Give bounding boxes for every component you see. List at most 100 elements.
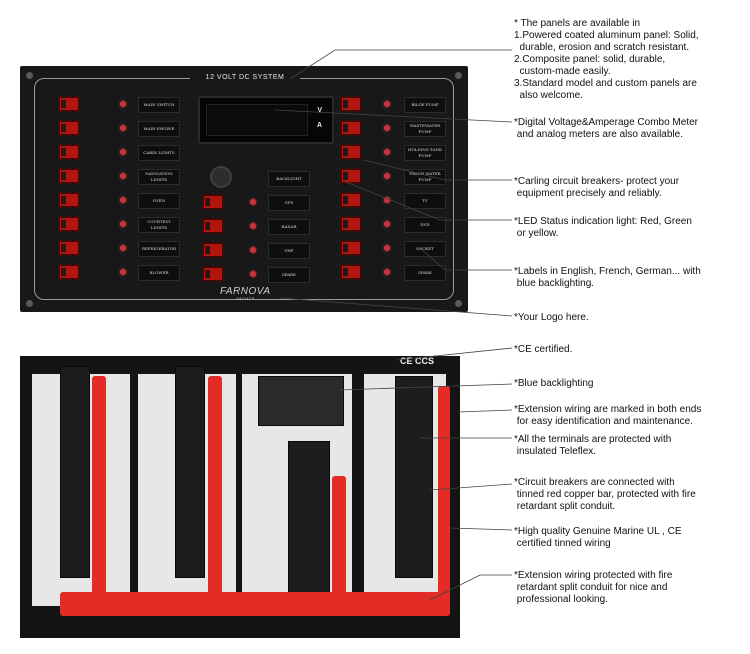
annotation-panel-materials: * The panels are available in 1.Powered … — [514, 18, 699, 101]
circuit-label: VHF — [268, 243, 310, 259]
status-led-icon — [384, 125, 390, 131]
status-led-icon — [120, 269, 126, 275]
circuit-breaker-icon — [340, 240, 362, 256]
annotation-copper-bar: *Circuit breakers are connected with tin… — [514, 477, 696, 512]
status-led-icon — [120, 173, 126, 179]
front-panel-photo: 12 VOLT DC SYSTEM MAIN SWITCH MAIN ENGINE… — [20, 66, 468, 312]
status-led-icon — [384, 149, 390, 155]
status-led-icon — [120, 197, 126, 203]
status-led-icon — [120, 149, 126, 155]
circuit-label: TV — [404, 193, 446, 209]
terminal-strip — [395, 376, 433, 578]
annotation-led: *LED Status indication light: Red, Green… — [514, 216, 692, 239]
certification-marks: CE CCS — [400, 356, 435, 366]
circuit-breaker-icon — [58, 192, 80, 208]
terminal-strip — [60, 366, 90, 578]
circuit-label: REFRIGERATOR — [138, 241, 180, 257]
status-led-icon — [384, 101, 390, 107]
circuit-label: OVEN — [138, 193, 180, 209]
annotation-meter: *Digital Voltage&Amperage Combo Meter an… — [514, 117, 698, 140]
circuit-breaker-icon — [202, 266, 224, 282]
status-led-icon — [120, 245, 126, 251]
circuit-breaker-icon — [340, 264, 362, 280]
circuit-label: HOLDING TANK PUMP — [404, 145, 446, 161]
back-panel-photo: CE CCS — [20, 356, 460, 638]
circuit-label: MAIN SWITCH — [138, 97, 180, 113]
status-led-icon — [250, 271, 256, 277]
status-led-icon — [384, 221, 390, 227]
circuit-label: RADAR — [268, 219, 310, 235]
annotation-extension-marked: *Extension wiring are marked in both end… — [514, 404, 702, 427]
wire-loom-bottom — [60, 592, 450, 616]
screw-icon — [26, 72, 33, 79]
circuit-breaker-icon — [340, 144, 362, 160]
circuit-breaker-icon — [202, 242, 224, 258]
circuit-label: DVD — [404, 217, 446, 233]
circuit-breaker-icon — [58, 264, 80, 280]
wire-loom — [208, 376, 222, 596]
circuit-label: FRESH WATER PUMP — [404, 169, 446, 185]
meter-volt-label: V — [317, 107, 322, 114]
annotation-conduit: *Extension wiring protected with fire re… — [514, 570, 673, 605]
status-led-icon — [384, 245, 390, 251]
circuit-label: MAIN ENGINE — [138, 121, 180, 137]
circuit-label: BLOWER — [138, 265, 180, 281]
annotation-backlighting: *Blue backlighting — [514, 378, 594, 389]
circuit-breaker-icon — [340, 216, 362, 232]
status-led-icon — [384, 173, 390, 179]
annotation-terminals: *All the terminals are protected with in… — [514, 434, 672, 457]
wire-loom — [332, 476, 346, 596]
status-led-icon — [120, 221, 126, 227]
circuit-breaker-icon — [58, 216, 80, 232]
annotation-labels: *Labels in English, French, German... wi… — [514, 266, 701, 289]
circuit-breaker-icon — [340, 192, 362, 208]
status-led-icon — [120, 125, 126, 131]
status-led-icon — [250, 199, 256, 205]
circuit-label: GPS — [268, 195, 310, 211]
circuit-breaker-icon — [58, 144, 80, 160]
annotation-breakers: *Carling circuit breakers- protect your … — [514, 176, 680, 199]
circuit-breaker-icon — [58, 120, 80, 136]
circuit-breaker-icon — [202, 218, 224, 234]
circuit-label: NAVIGATION LIGHTS — [138, 169, 180, 185]
meter-screen — [206, 104, 308, 136]
circuit-breaker-icon — [58, 240, 80, 256]
circuit-label: SPARE — [404, 265, 446, 281]
annotation-wiring: *High quality Genuine Marine UL , CE cer… — [514, 526, 682, 549]
terminal-strip — [288, 441, 330, 593]
circuit-breaker-icon — [58, 168, 80, 184]
power-junction-block — [258, 376, 344, 426]
wire-loom — [92, 376, 106, 596]
terminal-strip — [175, 366, 205, 578]
annotation-logo: *Your Logo here. — [514, 312, 589, 323]
status-led-icon — [250, 223, 256, 229]
circuit-breaker-icon — [340, 168, 362, 184]
screw-icon — [455, 72, 462, 79]
panel-title: 12 VOLT DC SYSTEM — [190, 71, 300, 85]
circuit-label: WASTEWATER PUMP — [404, 121, 446, 137]
status-led-icon — [250, 247, 256, 253]
circuit-breaker-icon — [202, 194, 224, 210]
panel-logo: FARNOVA YACHTS — [220, 286, 271, 301]
circuit-label: SPARE — [268, 267, 310, 283]
backlight-switch-icon — [210, 166, 232, 188]
annotation-ce: *CE certified. — [514, 344, 573, 355]
logo-text: FARNOVA — [220, 286, 271, 297]
meter-amp-label: A — [316, 122, 322, 129]
voltage-ampere-meter: V A — [198, 96, 334, 144]
screw-icon — [26, 300, 33, 307]
circuit-label: SOCKET — [404, 241, 446, 257]
circuit-label: BILGE PUMP — [404, 97, 446, 113]
circuit-label: CABIN LIGHTS — [138, 145, 180, 161]
circuit-breaker-icon — [340, 120, 362, 136]
wire-loom — [438, 386, 450, 616]
status-led-icon — [384, 197, 390, 203]
circuit-breaker-icon — [340, 96, 362, 112]
circuit-label: BACKLIGHT — [268, 171, 310, 187]
circuit-breaker-icon — [58, 96, 80, 112]
screw-icon — [455, 300, 462, 307]
status-led-icon — [120, 101, 126, 107]
logo-subtext: YACHTS — [235, 296, 255, 301]
circuit-label: COURTESY LIGHTS — [138, 217, 180, 233]
